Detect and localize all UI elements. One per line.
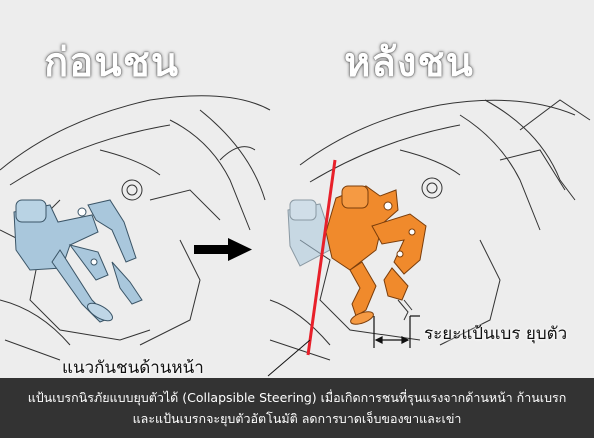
- pedal-assembly-after: [325, 185, 427, 325]
- caption-bar: แป้นเบรกนิรภัยแบบยุบตัวได้ (Collapsible …: [0, 378, 594, 438]
- crash-line: [306, 159, 337, 356]
- right-interior-lines: [269, 99, 591, 361]
- crash-line-leader: [267, 339, 311, 377]
- pedal-gap-dimension: [373, 315, 420, 348]
- pedal-assembly-before: [13, 199, 143, 323]
- transition-arrow: [194, 238, 252, 261]
- title-after-crash: หลังชน: [344, 40, 474, 86]
- crash-line-label: แนวกันชนด้านหน้า: [62, 358, 204, 378]
- pedal-gap-label: ระยะแป้นเบร ยุบตัว: [424, 324, 568, 344]
- pedal-original-outline: [397, 299, 413, 321]
- caption-line-1: แป้นเบรกนิรภัยแบบยุบตัวได้ (Collapsible …: [27, 390, 567, 405]
- title-before-crash: ก่อนชน: [44, 40, 180, 86]
- pedal-ghost-before: [287, 199, 331, 267]
- caption-line-2: และแป้นเบรกจะยุบตัวอัตโนมัติ ลดการบาดเจ็…: [132, 411, 462, 426]
